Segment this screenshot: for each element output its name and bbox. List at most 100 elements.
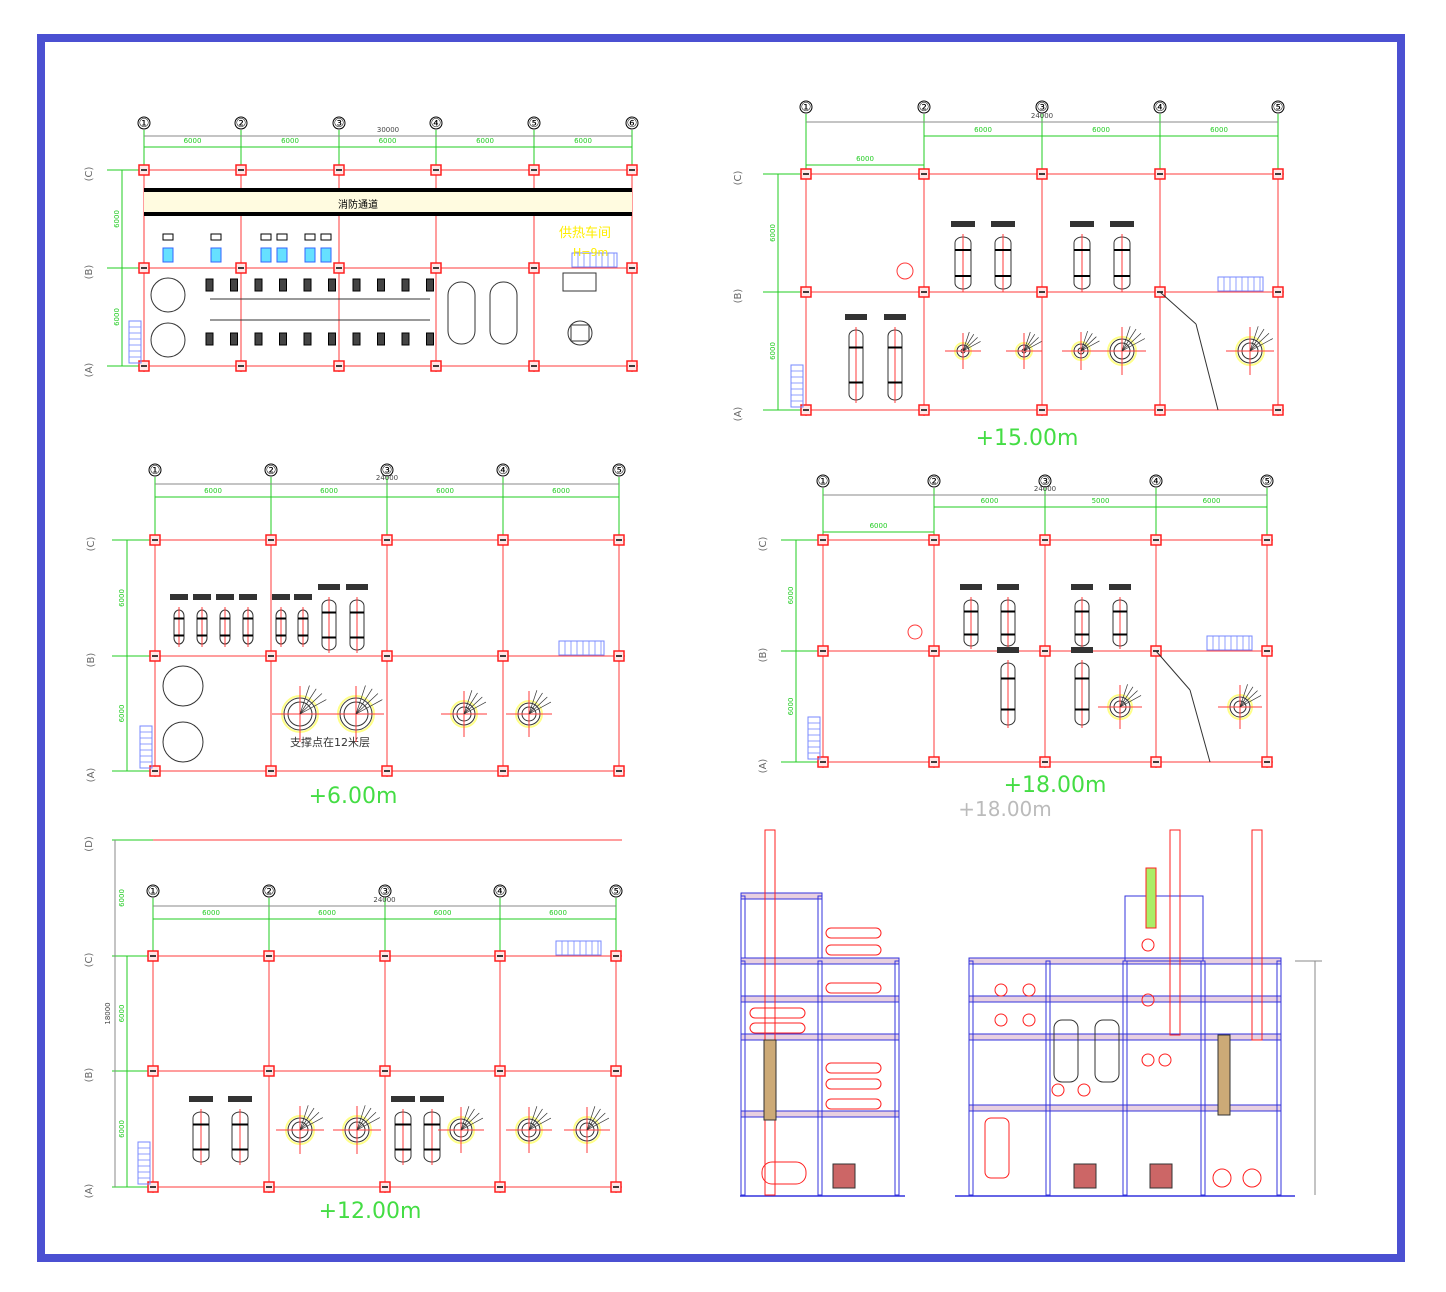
axis-bubble — [137, 116, 151, 130]
pump-icon — [377, 278, 385, 292]
vertical-vessel-icon — [1071, 647, 1093, 728]
tank-nozzle — [356, 1112, 377, 1131]
vertical-vessel-icon — [1070, 221, 1094, 292]
distillation-column-icon — [1251, 829, 1263, 1041]
pump-icon — [1141, 938, 1155, 952]
axis-bubble — [527, 116, 541, 130]
vertical-vessel-icon — [884, 314, 906, 403]
axis-label-x: ⑤ — [614, 463, 625, 477]
storage-sphere-icon — [1242, 1168, 1262, 1188]
axis-bubble — [609, 884, 623, 898]
axis-bubble — [927, 474, 941, 488]
pump-icon — [401, 332, 410, 346]
round-tank-icon — [328, 685, 384, 742]
vertical-vessel-icon — [960, 584, 982, 649]
vertical-vessel-icon — [997, 647, 1019, 728]
tank-nozzle — [1121, 326, 1131, 352]
vertical-vessel-icon — [216, 594, 234, 647]
axis-bubble — [380, 463, 394, 477]
vertical-vessel-icon — [189, 1096, 213, 1165]
pump-icon — [426, 278, 434, 292]
vessel-tag — [997, 584, 1019, 590]
pump-icon — [1022, 983, 1036, 997]
horizontal-vessel-icon — [825, 1098, 882, 1110]
row-dimension: 6000 — [113, 308, 121, 326]
tank-nozzle — [460, 1117, 484, 1131]
tank-nozzle — [463, 701, 487, 715]
vessel-tag — [272, 594, 290, 600]
total-dimension: 24000 — [376, 474, 398, 482]
axis-label-x: ④ — [1155, 100, 1166, 114]
vessel-tag — [239, 594, 257, 600]
axis-bubble — [799, 100, 813, 114]
axis-label-x: ② — [264, 884, 275, 898]
row-dimension: 6000 — [118, 589, 126, 607]
tank-nozzle — [460, 1106, 470, 1131]
vertical-vessel-icon — [391, 1096, 415, 1165]
heat-exchanger-icon — [763, 1039, 777, 1121]
pump-icon — [279, 278, 287, 292]
fan-housing — [570, 324, 590, 342]
pump-icon — [303, 278, 312, 292]
pump-body — [162, 247, 174, 263]
tank-nozzle — [1121, 328, 1137, 352]
axis-label-y: (C) — [84, 953, 95, 968]
tank-nozzle — [1119, 690, 1138, 708]
pump-icon — [320, 233, 332, 263]
vessel-tag — [391, 1096, 415, 1102]
tank-nozzle — [528, 1112, 548, 1131]
pump-motor — [304, 233, 316, 241]
tank-nozzle — [460, 1112, 480, 1131]
round-tank-icon — [506, 1106, 552, 1153]
support-note: 支撑点在12米层 — [290, 735, 370, 749]
axis-label-x: ④ — [1151, 474, 1162, 488]
elevation-label: +6.00m — [309, 784, 398, 809]
axis-label-x: ② — [236, 116, 247, 130]
vessel-tag — [884, 314, 906, 320]
span-dimension: 6000 — [434, 909, 452, 917]
axis-label-x: ③ — [382, 463, 393, 477]
row-dimension: 6000 — [118, 1120, 126, 1138]
vertical-vessel-icon — [420, 1096, 444, 1165]
pump-icon — [276, 233, 288, 263]
span-dimension: 6000 — [379, 137, 397, 145]
axis-label-x: ④ — [498, 463, 509, 477]
vessel-tag — [997, 647, 1019, 653]
tank-nozzle — [1023, 337, 1039, 352]
axis-label-y: (A) — [84, 363, 95, 378]
tank-nozzle — [355, 699, 383, 715]
tank-nozzle — [586, 1108, 601, 1131]
vertical-vessel-icon — [1110, 221, 1134, 292]
tank-nozzle — [299, 685, 310, 715]
axis-bubble — [234, 116, 248, 130]
tank-nozzle — [586, 1117, 610, 1131]
axis-bubble — [625, 116, 639, 130]
vessel-tag — [1109, 584, 1131, 590]
span-dimension: 6000 — [549, 909, 567, 917]
tank-nozzle — [1239, 695, 1262, 708]
span-dimension: 6000 — [981, 497, 999, 505]
pump-icon — [254, 332, 263, 346]
steel-beam — [968, 995, 1282, 1003]
vertical-vessel-icon — [239, 594, 257, 647]
row-dimension: 6000 — [769, 342, 777, 360]
span-dimension: 5000 — [1092, 497, 1110, 505]
span-dimension: 6000 — [974, 126, 992, 134]
tank-outline — [150, 322, 186, 358]
tank-nozzle — [1239, 684, 1248, 708]
pump-icon — [896, 262, 914, 280]
horizontal-vessel-icon — [825, 982, 882, 994]
tank-nozzle — [1249, 328, 1265, 352]
span-dimension: 6000 — [320, 487, 338, 495]
tank-nozzle — [299, 688, 317, 715]
tank-nozzle — [1249, 326, 1259, 352]
vessel-tag — [346, 584, 368, 590]
round-tank-icon — [272, 685, 328, 742]
pump-icon — [1077, 1083, 1091, 1097]
tank-nozzle — [962, 337, 978, 352]
tank-nozzle — [528, 690, 538, 715]
axis-bubble — [332, 116, 346, 130]
tank-nozzle — [1239, 690, 1258, 708]
